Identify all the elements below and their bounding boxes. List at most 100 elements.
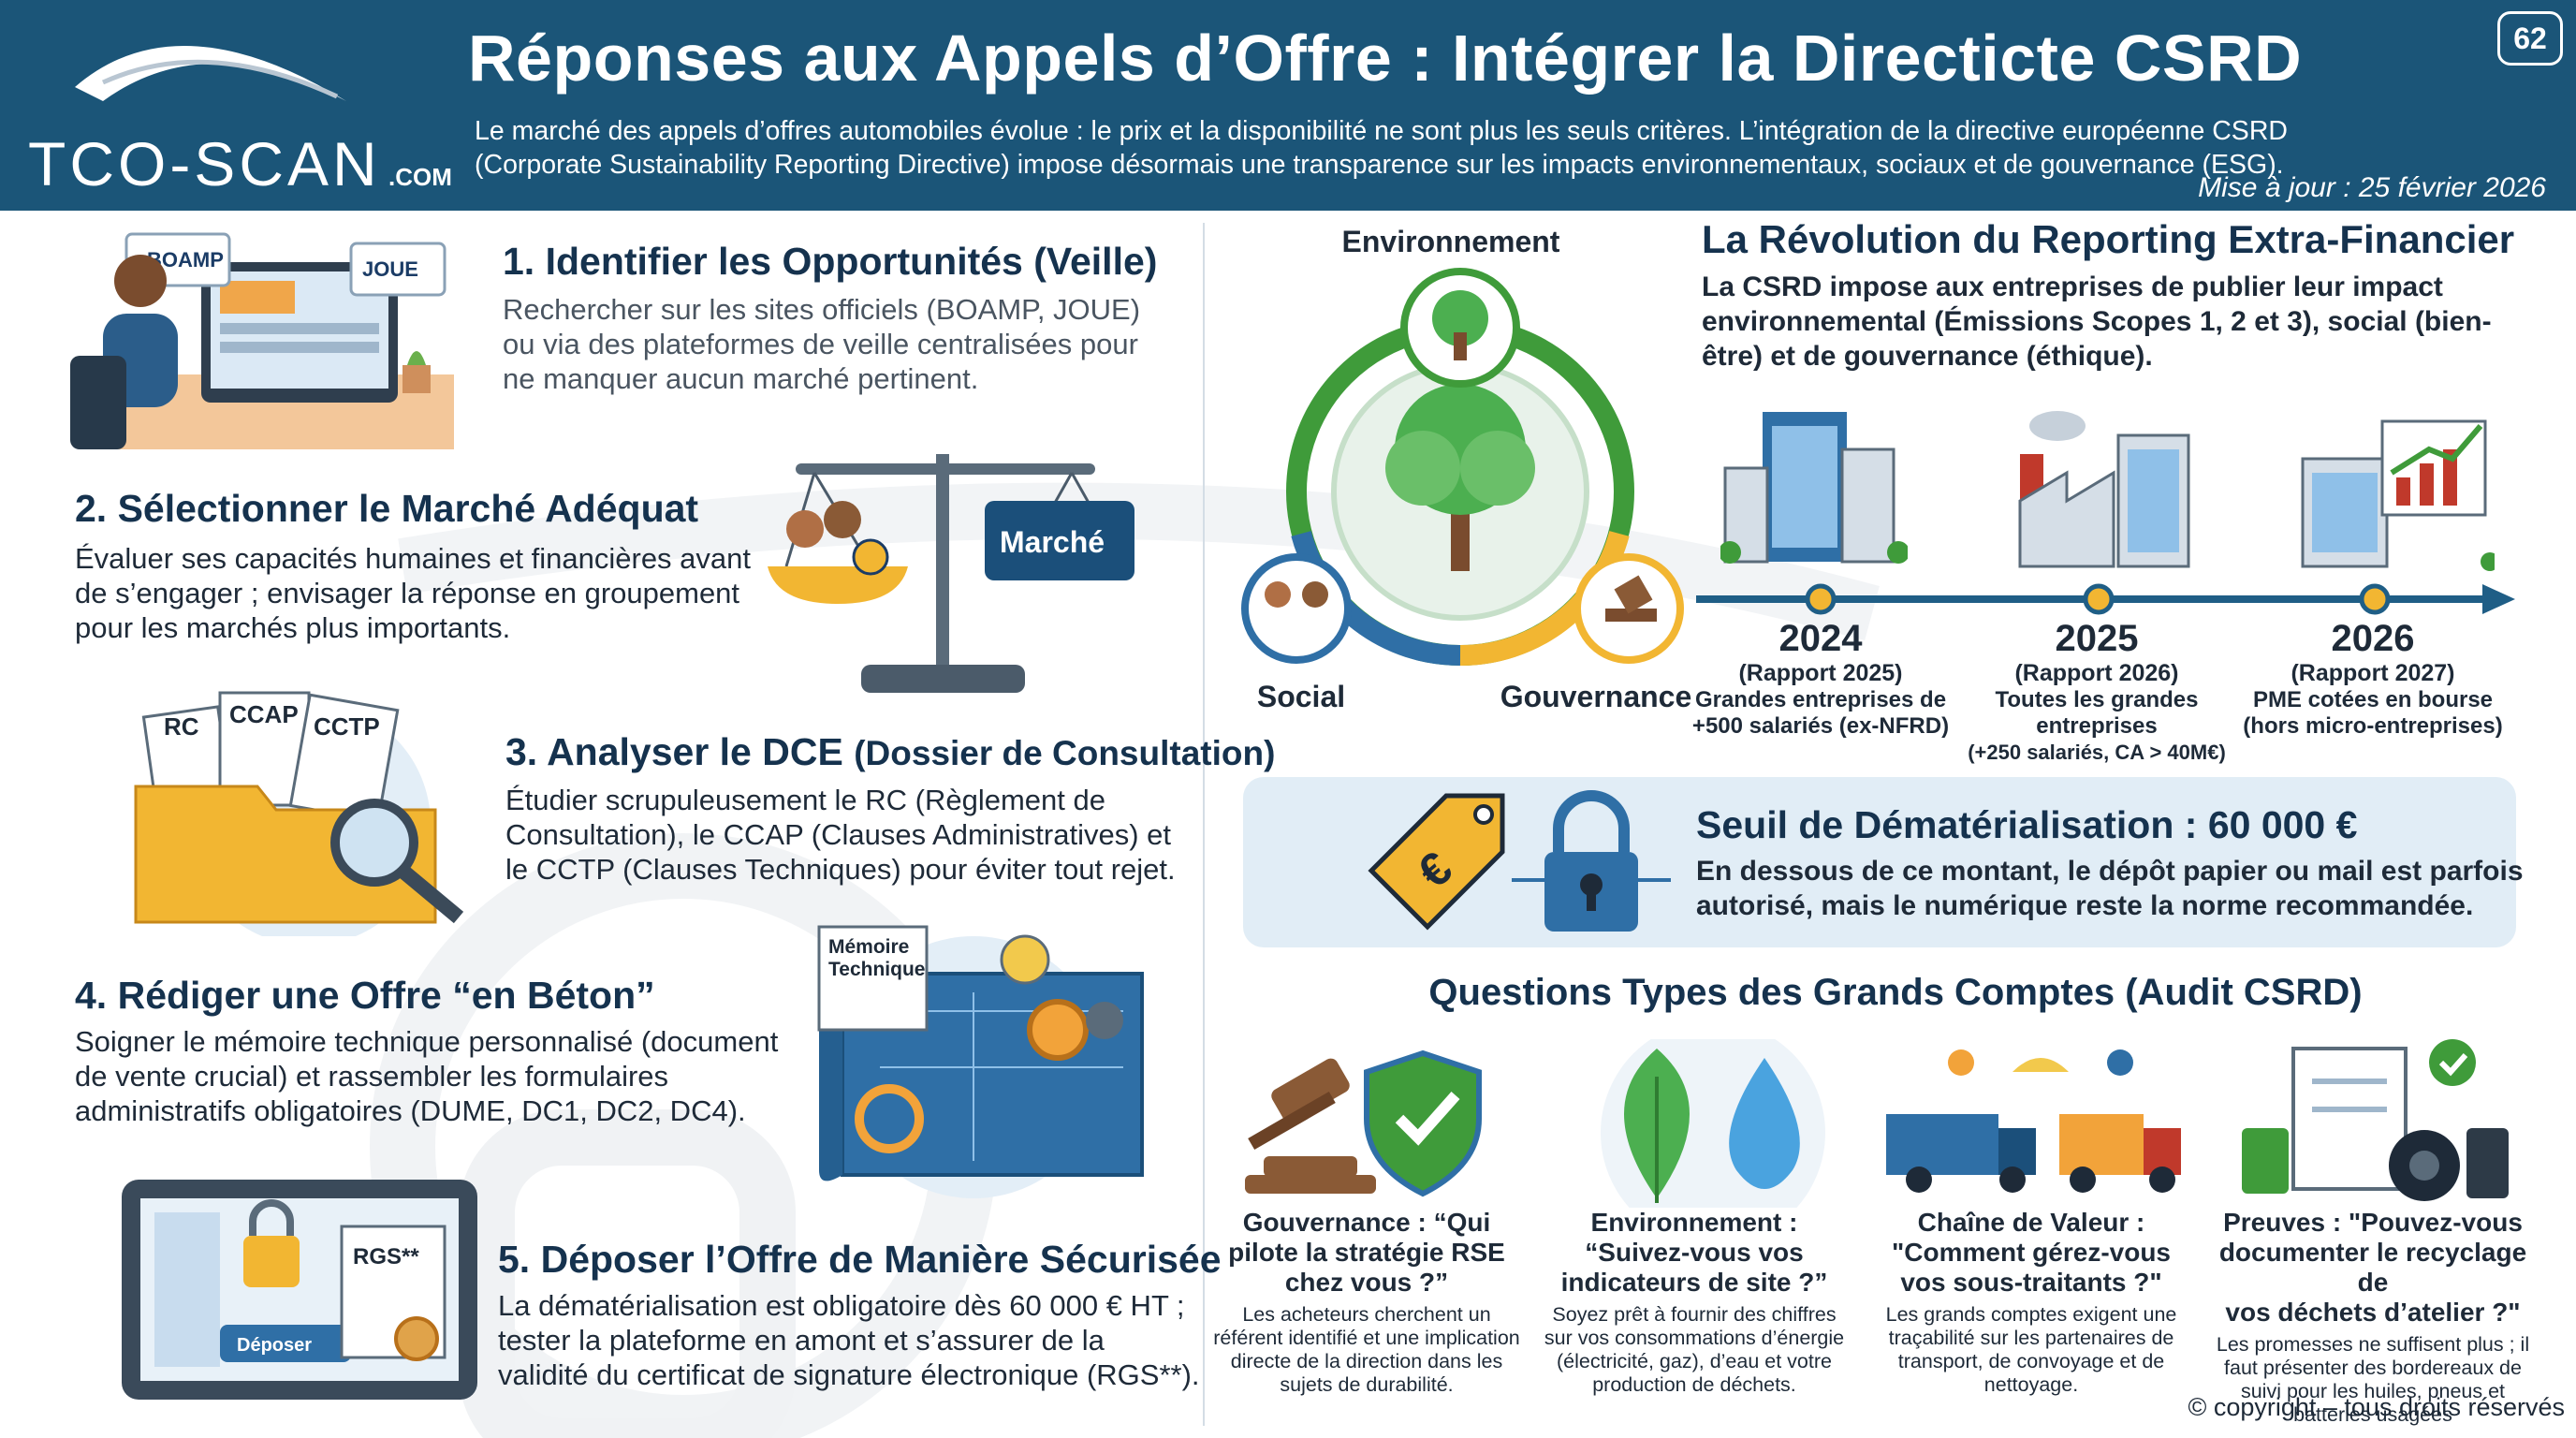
timeline-year: 2025 [2055, 618, 2139, 659]
copyright-notice: © copyright – tous droits réservés [2188, 1393, 2565, 1421]
esg-environment-label: Environnement [1341, 225, 1560, 258]
folder-magnifier-icon: RC CCAP CCTP [134, 691, 464, 936]
esg-social-label: Social [1256, 680, 1346, 713]
step3-body: Étudier scrupuleusement le RC (Règlement… [505, 783, 1176, 887]
esg-governance-label: Gouvernance [1500, 680, 1692, 713]
question-body-line: sujets de durabilité. [1280, 1373, 1454, 1396]
marche-label: Marché [1000, 525, 1105, 559]
timeline-desc: (hors micro-entreprises) [2243, 713, 2503, 739]
rgs-label: RGS** [353, 1244, 419, 1269]
question-body-line: Soyez prêt à fournir des chiffres [1552, 1303, 1837, 1326]
logo-text: TCO-SCAN [28, 129, 381, 198]
reporting-body: La CSRD impose aux entreprises de publie… [1702, 270, 2492, 374]
tco-scan-logo: TCO-SCAN .COM [28, 45, 452, 198]
technique-label: Technique [828, 959, 925, 980]
intro-text: Le marché des appels d’offres automobile… [475, 114, 2534, 182]
question-body-line: batteries usagées [2293, 1403, 2452, 1426]
question-title-line: "Comment gérez-vous [1892, 1238, 2171, 1267]
question-card-value-chain: Chaîne de Valeur : "Comment gérez-vous v… [1867, 1208, 2195, 1397]
factory-icon [2018, 411, 2190, 568]
step5-title: 5. Déposer l’Offre de Manière Sécurisée [498, 1238, 1222, 1281]
timeline-desc: entreprises [2036, 713, 2158, 739]
intro-line: (Corporate Sustainability Reporting Dire… [475, 150, 2284, 180]
update-date: Mise à jour : 25 février 2026 [2198, 172, 2546, 203]
timeline-item-2025: 2025 (Rapport 2026) Toutes les grandes e… [1956, 618, 2237, 766]
step3-title-suffix: (Dossier de Consultation) [854, 734, 1276, 772]
question-body-line: nettoyage. [1983, 1373, 2079, 1396]
svg-text:.COM: .COM [388, 163, 452, 191]
reporting-body-line: La CSRD impose aux entreprises de publie… [1702, 271, 2443, 302]
step5-body-line: tester la plateforme en amont et s’assur… [498, 1324, 1105, 1357]
step3-body-line: Étudier scrupuleusement le RC (Règlement… [505, 784, 1105, 816]
timeline-desc: Grandes entreprises de [1694, 687, 1947, 712]
reporting-title: La Révolution du Reporting Extra-Financi… [1702, 217, 2515, 261]
timeline-desc: (+250 salariés, CA > 40M€) [1968, 741, 2226, 764]
step4-body-line: administratifs obligatoires (DUME, DC1, … [75, 1094, 746, 1127]
step4-body: Soigner le mémoire technique personnalis… [75, 1024, 778, 1128]
timeline-item-2024: 2024 (Rapport 2025) Grandes entreprises … [1680, 618, 1961, 740]
question-title-line: vos sous-traitants ?" [1900, 1268, 2162, 1297]
timeline-desc: +500 salariés (ex-NFRD) [1691, 713, 1950, 739]
timeline-arrow [1696, 583, 2515, 615]
step4-body-line: de vente crucial) et rassembler les form… [75, 1060, 669, 1093]
question-body-line: transport, de convoyage et de [1897, 1350, 2165, 1372]
timeline-desc: PME cotées en bourse [2252, 687, 2494, 712]
question-body-line: suivi pour les huiles, pneus et [2240, 1380, 2506, 1402]
step4-body-line: Soigner le mémoire technique personnalis… [75, 1025, 779, 1058]
question-card-governance: Gouvernance : “Qui pilote la stratégie R… [1203, 1208, 1530, 1397]
question-body-line: traçabilité sur les partenaires de [1888, 1327, 2174, 1349]
question-body-line: sur vos consommations d’énergie [1544, 1327, 1845, 1349]
reporting-body-line: être) et de gouvernance (éthique). [1702, 341, 2153, 372]
timeline-item-2026: 2026 (Rapport 2027) PME cotées en bourse… [2232, 618, 2513, 740]
deposer-button-label: Déposer [237, 1335, 312, 1356]
question-title-line: chez vous ?” [1284, 1268, 1449, 1297]
memoire-label: Mémoire [828, 936, 909, 958]
cctp-label: CCTP [314, 712, 380, 741]
step3-title: 3. Analyser le DCE (Dossier de Consultat… [505, 730, 1275, 774]
step2-body-line: de s’engager ; envisager la réponse en g… [75, 577, 740, 609]
step3-body-line: Consultation), le CCAP (Clauses Administ… [505, 818, 1171, 851]
questions-title: Questions Types des Grands Comptes (Audi… [1428, 972, 2363, 1013]
leaf-water-icon [1601, 1039, 1825, 1208]
question-body-line: (électricité, gaz), d’eau et votre [1557, 1350, 1832, 1372]
building-icon [1720, 412, 1908, 564]
step1-title: 1. Identifier les Opportunités (Veille) [503, 240, 1158, 283]
step1-body-line: ou via des plateformes de veille central… [503, 328, 1138, 360]
question-title-line: Environnement : [1590, 1208, 1798, 1237]
rc-label: RC [164, 712, 199, 741]
question-title-line: Gouvernance : “Qui [1242, 1208, 1491, 1237]
reporting-body-line: environnemental (Émissions Scopes 1, 2 e… [1702, 306, 2492, 337]
gavel-shield-icon [1245, 1049, 1482, 1197]
intro-line: Le marché des appels d’offres automobile… [475, 116, 2288, 146]
step1-body-line: ne manquer aucun marché pertinent. [503, 362, 979, 395]
question-body-line: Les promesses ne suffisent plus ; il [2216, 1333, 2530, 1356]
timeline-year: 2026 [2331, 618, 2415, 659]
question-body-line: Les grands comptes exigent une [1885, 1303, 2177, 1326]
step3-title-main: 3. Analyser le DCE [505, 730, 843, 773]
step5-body-line: La dématérialisation est obligatoire dès… [498, 1289, 1185, 1322]
step2-body-line: Évaluer ses capacités humaines et financ… [75, 542, 752, 575]
euro-tag-icon: € [1368, 793, 1505, 931]
step1-body: Rechercher sur les sites officiels (BOAM… [503, 292, 1140, 396]
step5-body-line: validité du certificat de signature élec… [498, 1358, 1200, 1391]
question-body-line: production de déchets. [1592, 1373, 1796, 1396]
ccap-label: CCAP [229, 700, 299, 728]
column-divider [1203, 223, 1205, 1426]
step2-body-line: pour les marchés plus importants. [75, 611, 511, 644]
timeline-year: 2024 [1778, 618, 1863, 659]
question-body-line: référent identifié et une implication [1213, 1327, 1520, 1349]
question-title-line: documenter le recyclage de [2218, 1238, 2527, 1297]
blueprint-gears-icon: Mémoire Technique [817, 925, 1144, 1198]
secure-laptop-icon: Déposer RGS** [122, 1180, 477, 1400]
question-title-line: vos déchets d’atelier ?" [2225, 1298, 2521, 1327]
step2-body: Évaluer ses capacités humaines et financ… [75, 541, 751, 645]
header-banner [0, 0, 2576, 211]
page-title: Réponses aux Appels d’Offre : Intégrer l… [468, 22, 2303, 95]
page-number-badge: 62 [2497, 11, 2563, 66]
joue-label: JOUE [362, 257, 418, 281]
question-title-line: “Suivez-vous vos [1585, 1238, 1804, 1267]
question-title-line: Chaîne de Valeur : [1917, 1208, 2145, 1237]
step5-body: La dématérialisation est obligatoire dès… [498, 1288, 1200, 1392]
step2-title: 2. Sélectionner le Marché Adéquat [75, 487, 699, 530]
growth-building-icon [2301, 419, 2495, 571]
